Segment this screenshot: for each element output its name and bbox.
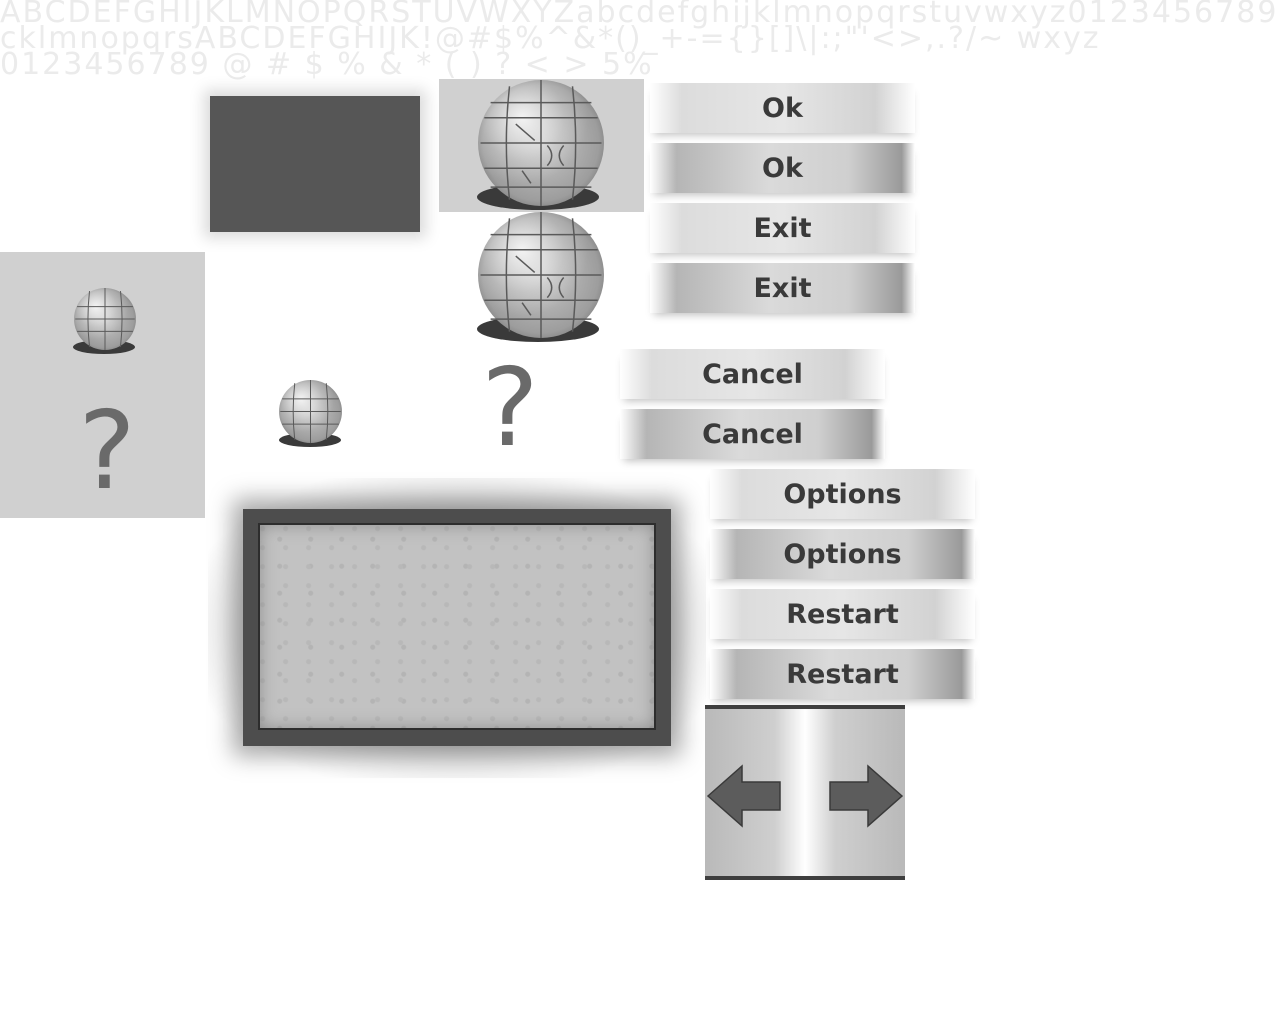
font-glyph-strip: ABCDEFGHIJKLMNOPQRSTUVWXYZabcdefghijklmn…	[0, 0, 1276, 82]
stone-sphere-icon[interactable]	[475, 80, 605, 215]
ok-button-pressed[interactable]: Ok	[650, 143, 915, 193]
stone-sphere-icon[interactable]	[72, 288, 138, 356]
options-button[interactable]: Options	[710, 469, 975, 519]
sphere-body	[279, 380, 342, 443]
sphere-body	[478, 212, 604, 338]
stone-sphere-icon[interactable]	[475, 212, 605, 347]
help-icon[interactable]: ?	[481, 346, 539, 471]
glyph-line: 0123456789 @ # $ % & * ( ) ? < > 5%	[0, 47, 654, 82]
sphere-body	[478, 80, 604, 206]
cancel-button-pressed[interactable]: Cancel	[620, 409, 885, 459]
sphere-tiles-pattern	[75, 288, 135, 350]
sphere-tiles-pattern	[480, 80, 602, 206]
ok-button[interactable]: Ok	[650, 83, 915, 133]
restart-button-pressed[interactable]: Restart	[710, 649, 975, 699]
sphere-tiles-pattern	[280, 380, 341, 443]
exit-button[interactable]: Exit	[650, 203, 915, 253]
stone-sphere-icon[interactable]	[277, 380, 345, 448]
restart-button[interactable]: Restart	[710, 589, 975, 639]
help-icon[interactable]: ?	[78, 389, 136, 514]
navigation-arrow-panel	[705, 705, 905, 880]
stone-dialog-content	[258, 523, 656, 730]
right-arrow-icon[interactable]	[828, 764, 904, 828]
cancel-button[interactable]: Cancel	[620, 349, 885, 399]
exit-button-pressed[interactable]: Exit	[650, 263, 915, 313]
left-arrow-icon[interactable]	[706, 764, 782, 828]
sphere-tiles-pattern	[480, 212, 602, 338]
dark-panel	[210, 96, 420, 232]
glyph-line: cklmnopqrsABCDEFGHIJK!@#$%^&*()_+-={}[]\…	[0, 21, 1101, 56]
options-button-pressed[interactable]: Options	[710, 529, 975, 579]
sphere-body	[74, 288, 136, 350]
